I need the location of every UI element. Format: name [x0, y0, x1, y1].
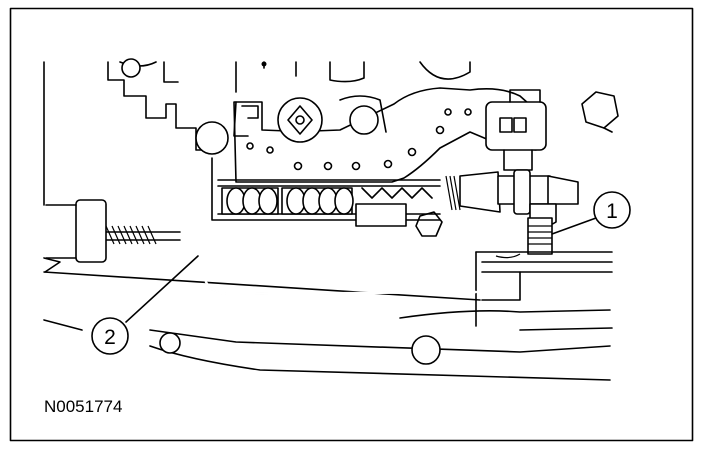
housing-outline	[43, 61, 613, 381]
detent-ball	[195, 121, 229, 155]
housing-bolt-hole-right	[411, 335, 441, 365]
cable-end-fitting	[75, 199, 107, 263]
housing-bolt-hole-left	[159, 332, 181, 354]
hex-bolt-top	[581, 91, 619, 129]
figure-id-label: N0051774	[44, 397, 122, 416]
case-step	[475, 251, 613, 327]
detent-roller	[349, 105, 379, 135]
callout-2: 2	[91, 255, 199, 355]
cable-adjuster	[459, 169, 579, 255]
callout-2-label: 2	[104, 326, 116, 349]
cable-stud	[527, 217, 553, 255]
manual-valve-lever	[195, 61, 539, 183]
callout-1: 1	[551, 191, 631, 235]
figure-border	[9, 7, 694, 442]
shift-cable	[45, 199, 478, 296]
bracket-hole	[121, 58, 141, 78]
valve-body-bore	[211, 157, 461, 227]
callout-1-label: 1	[606, 200, 618, 223]
lever-end-bracket	[485, 89, 547, 171]
upper-bracket	[107, 58, 471, 151]
hex-bolt-small	[415, 211, 443, 237]
